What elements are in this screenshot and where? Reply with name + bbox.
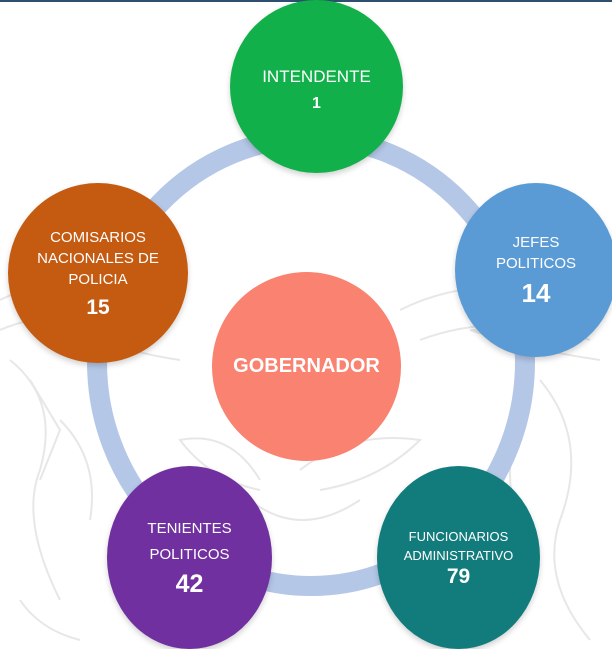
node-value: 1 (312, 95, 321, 112)
node-jefes-politicos: JEFES POLITICOS 14 (455, 183, 612, 357)
node-value: 15 (86, 295, 110, 319)
node-label: FUNCIONARIOS ADMINISTRATIVO (403, 528, 514, 563)
node-label: COMISARIOS NACIONALES DE POLICIA (37, 228, 159, 288)
node-funcionarios-administrativo: FUNCIONARIOS ADMINISTRATIVO 79 (377, 466, 540, 649)
node-intendente: INTENDENTE 1 (230, 0, 403, 173)
center-node-gobernador: GOBERNADOR (212, 272, 401, 461)
node-label: JEFES POLITICOS (495, 233, 577, 272)
node-comisarios-nacionales-de-policia: COMISARIOS NACIONALES DE POLICIA 15 (8, 183, 188, 363)
node-value: 79 (446, 564, 471, 588)
center-label: GOBERNADOR (233, 355, 380, 377)
node-label: INTENDENTE (262, 67, 371, 86)
node-value: 42 (175, 570, 204, 598)
node-label: TENIENTES POLITICOS (147, 520, 232, 563)
node-tenientes-politicos: TENIENTES POLITICOS 42 (107, 466, 272, 649)
node-value: 14 (521, 277, 551, 308)
